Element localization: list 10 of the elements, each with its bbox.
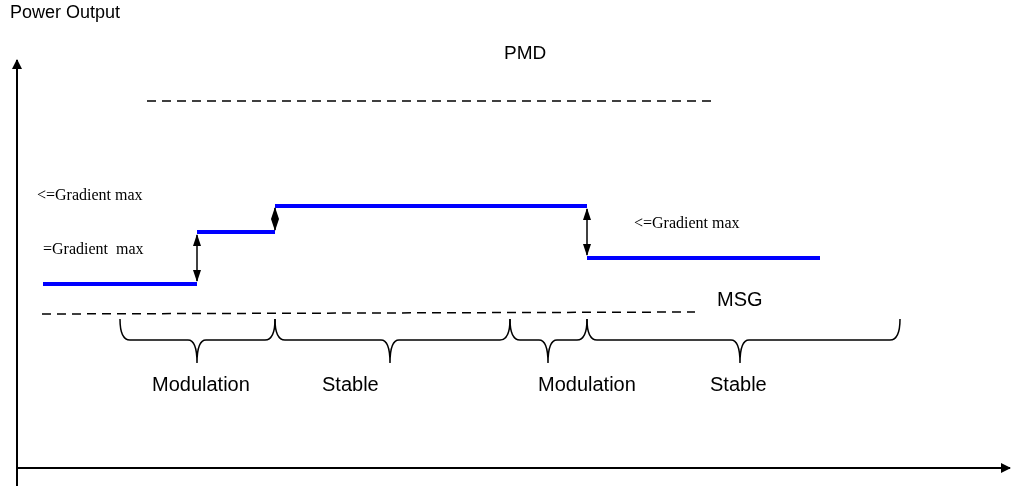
gradient-label: =Gradient max [43, 240, 144, 259]
phase-label: Stable [710, 373, 767, 396]
phase-label: Stable [322, 373, 379, 396]
level-label: PMD [504, 42, 547, 64]
phase-label: Modulation [538, 373, 636, 396]
gradient-label: <=Gradient max [37, 186, 143, 205]
level-label: MSG [717, 288, 763, 311]
axis-label: Power Output [10, 2, 121, 23]
phase-label: Modulation [152, 373, 250, 396]
gradient-label: <=Gradient max [634, 214, 740, 233]
